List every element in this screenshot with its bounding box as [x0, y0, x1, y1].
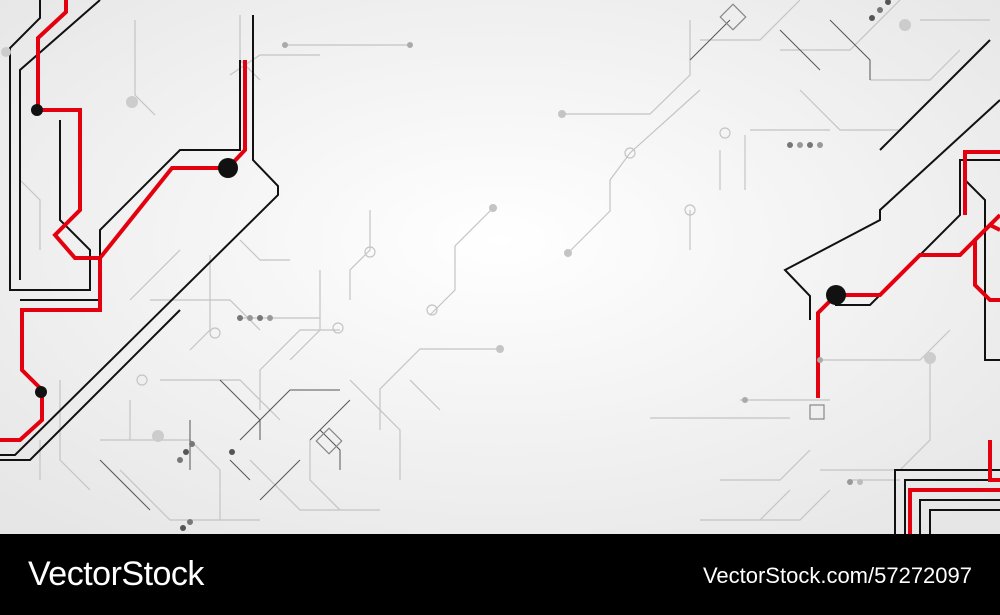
image-id-text: VectorStock.com/57272097 [702, 563, 972, 588]
chip-components [315, 3, 825, 455]
brand-logo-text: VectorStock [28, 555, 204, 593]
background [0, 0, 1000, 534]
trace-nodes [1, 19, 936, 442]
watermark-footer: VectorStock VectorStock.com/57272097 [0, 534, 1000, 615]
bead-rows [177, 0, 891, 531]
circuit-board-artwork [0, 0, 1000, 534]
dark-thin-traces [99, 19, 871, 511]
black-traces [0, 0, 1000, 534]
light-traces [19, 0, 990, 521]
